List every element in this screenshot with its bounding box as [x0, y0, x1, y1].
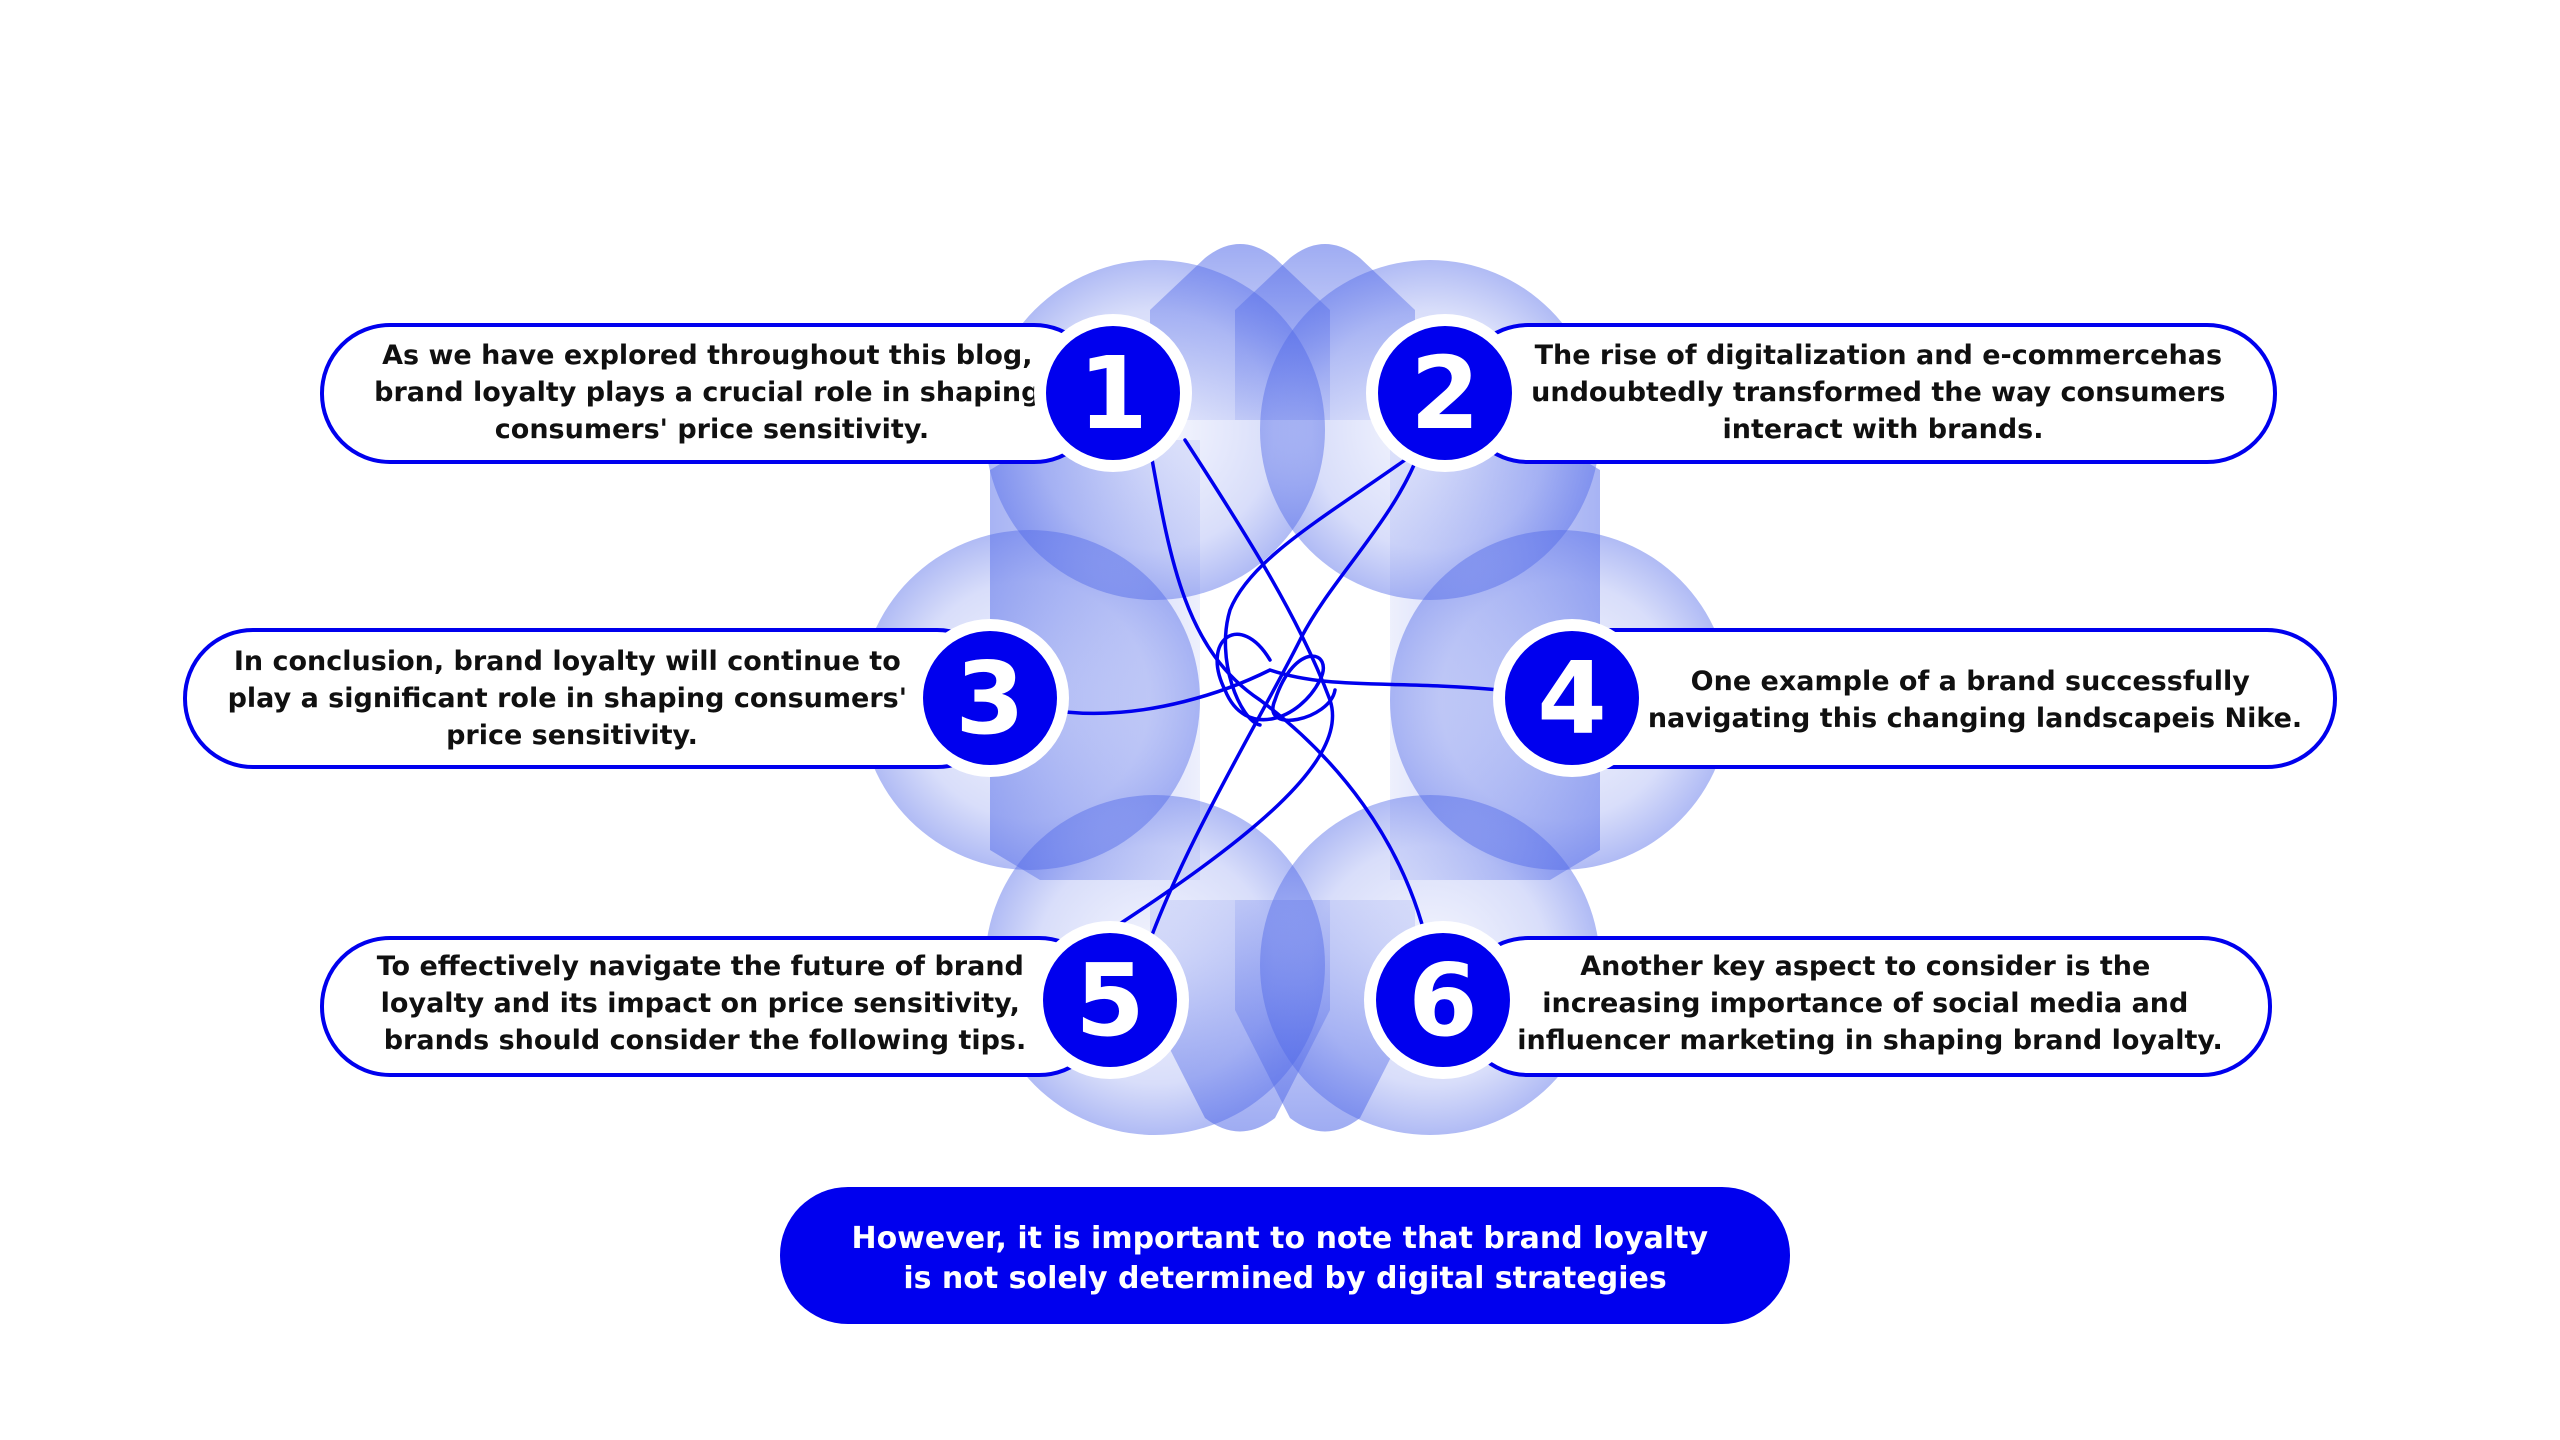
number-badge-5: 5 [1031, 921, 1189, 1079]
connector-2-5 [1141, 448, 1422, 962]
pill-item-3: In conclusion, brand loyalty will contin… [183, 628, 1007, 769]
number-badge-6: 6 [1364, 921, 1522, 1079]
svg-text:One example of a brand success: One example of a brand successfully navi… [1648, 666, 2302, 734]
svg-text:In conclusion, brand loyalty w: In conclusion, brand loyalty will contin… [228, 646, 917, 751]
number-badge-4: 4 [1493, 619, 1651, 777]
pill-6-line-2: increasing importance of social media an… [1542, 988, 2188, 1019]
number-1-label: 1 [1078, 335, 1148, 452]
number-2-label: 2 [1410, 335, 1480, 452]
pill-6-line-1: Another key aspect to consider is the [1580, 951, 2150, 982]
connector-2-3 [1223, 458, 1407, 727]
connector-knot [1215, 632, 1337, 722]
pill-item-6: Another key aspect to consider is the in… [1458, 936, 2272, 1077]
pill-item-1: As we have explored throughout this blog… [320, 323, 1104, 464]
svg-text:As we have explored throughout: As we have explored throughout this blog… [374, 340, 1050, 445]
number-3-label: 3 [955, 640, 1025, 757]
number-4-label: 4 [1537, 640, 1607, 757]
connector-1-4 [1093, 438, 1335, 942]
pill-5-line-3: brands should consider the following tip… [384, 1025, 1027, 1056]
pill-5-line-2: loyalty and its impact on price sensitiv… [381, 988, 1020, 1019]
pill-2-line-3: interact with brands. [1722, 414, 2043, 445]
pill-item-5: To effectively navigate the future of br… [320, 936, 1109, 1077]
pill-3-line-1: In conclusion, brand loyalty will contin… [234, 646, 901, 677]
pill-item-4: One example of a brand successfully navi… [1533, 628, 2337, 769]
pill-2-line-2: undoubtedly transformed the way consumer… [1531, 377, 2225, 408]
footer-callout: However, it is important to note that br… [780, 1187, 1790, 1324]
number-badge-2: 2 [1366, 314, 1524, 472]
pill-3-line-2: play a significant role in shaping consu… [228, 683, 907, 714]
tangled-connector-lines [1063, 438, 1502, 962]
pill-1-line-3: consumers' price sensitivity. [495, 414, 929, 445]
number-badge-1: 1 [1034, 314, 1192, 472]
svg-text:To effectively navigate the fu: To effectively navigate the future of br… [377, 951, 1034, 1056]
pill-1-line-1: As we have explored throughout this blog… [382, 340, 1032, 371]
number-6-label: 6 [1408, 942, 1478, 1059]
svg-text:Another key aspect to consider: Another key aspect to consider is the in… [1517, 951, 2223, 1056]
footer-line-2: is not solely determined by digital stra… [903, 1261, 1666, 1296]
pill-6-line-3: influencer marketing in shaping brand lo… [1517, 1025, 2223, 1056]
connector-3-4 [1063, 668, 1502, 716]
number-5-label: 5 [1075, 942, 1145, 1059]
pill-3-line-3: price sensitivity. [446, 720, 698, 751]
pill-4-line-2: navigating this changing landscapeis Nik… [1648, 703, 2302, 734]
pill-2-line-1: The rise of digitalization and e-commerc… [1535, 340, 2222, 371]
footer-line-1: However, it is important to note that br… [851, 1221, 1708, 1256]
pill-1-line-2: brand loyalty plays a crucial role in sh… [374, 377, 1040, 408]
pill-item-2: The rise of digitalization and e-commerc… [1458, 323, 2277, 464]
svg-text:However, it is important to no: However, it is important to note that br… [851, 1221, 1718, 1296]
pill-5-line-1: To effectively navigate the future of br… [377, 951, 1024, 982]
number-badge-3: 3 [911, 619, 1069, 777]
pill-4-line-1: One example of a brand successfully [1691, 666, 2251, 697]
svg-text:The rise of digitalization and: The rise of digitalization and e-commerc… [1531, 340, 2235, 445]
connector-1-6 [1148, 446, 1427, 937]
